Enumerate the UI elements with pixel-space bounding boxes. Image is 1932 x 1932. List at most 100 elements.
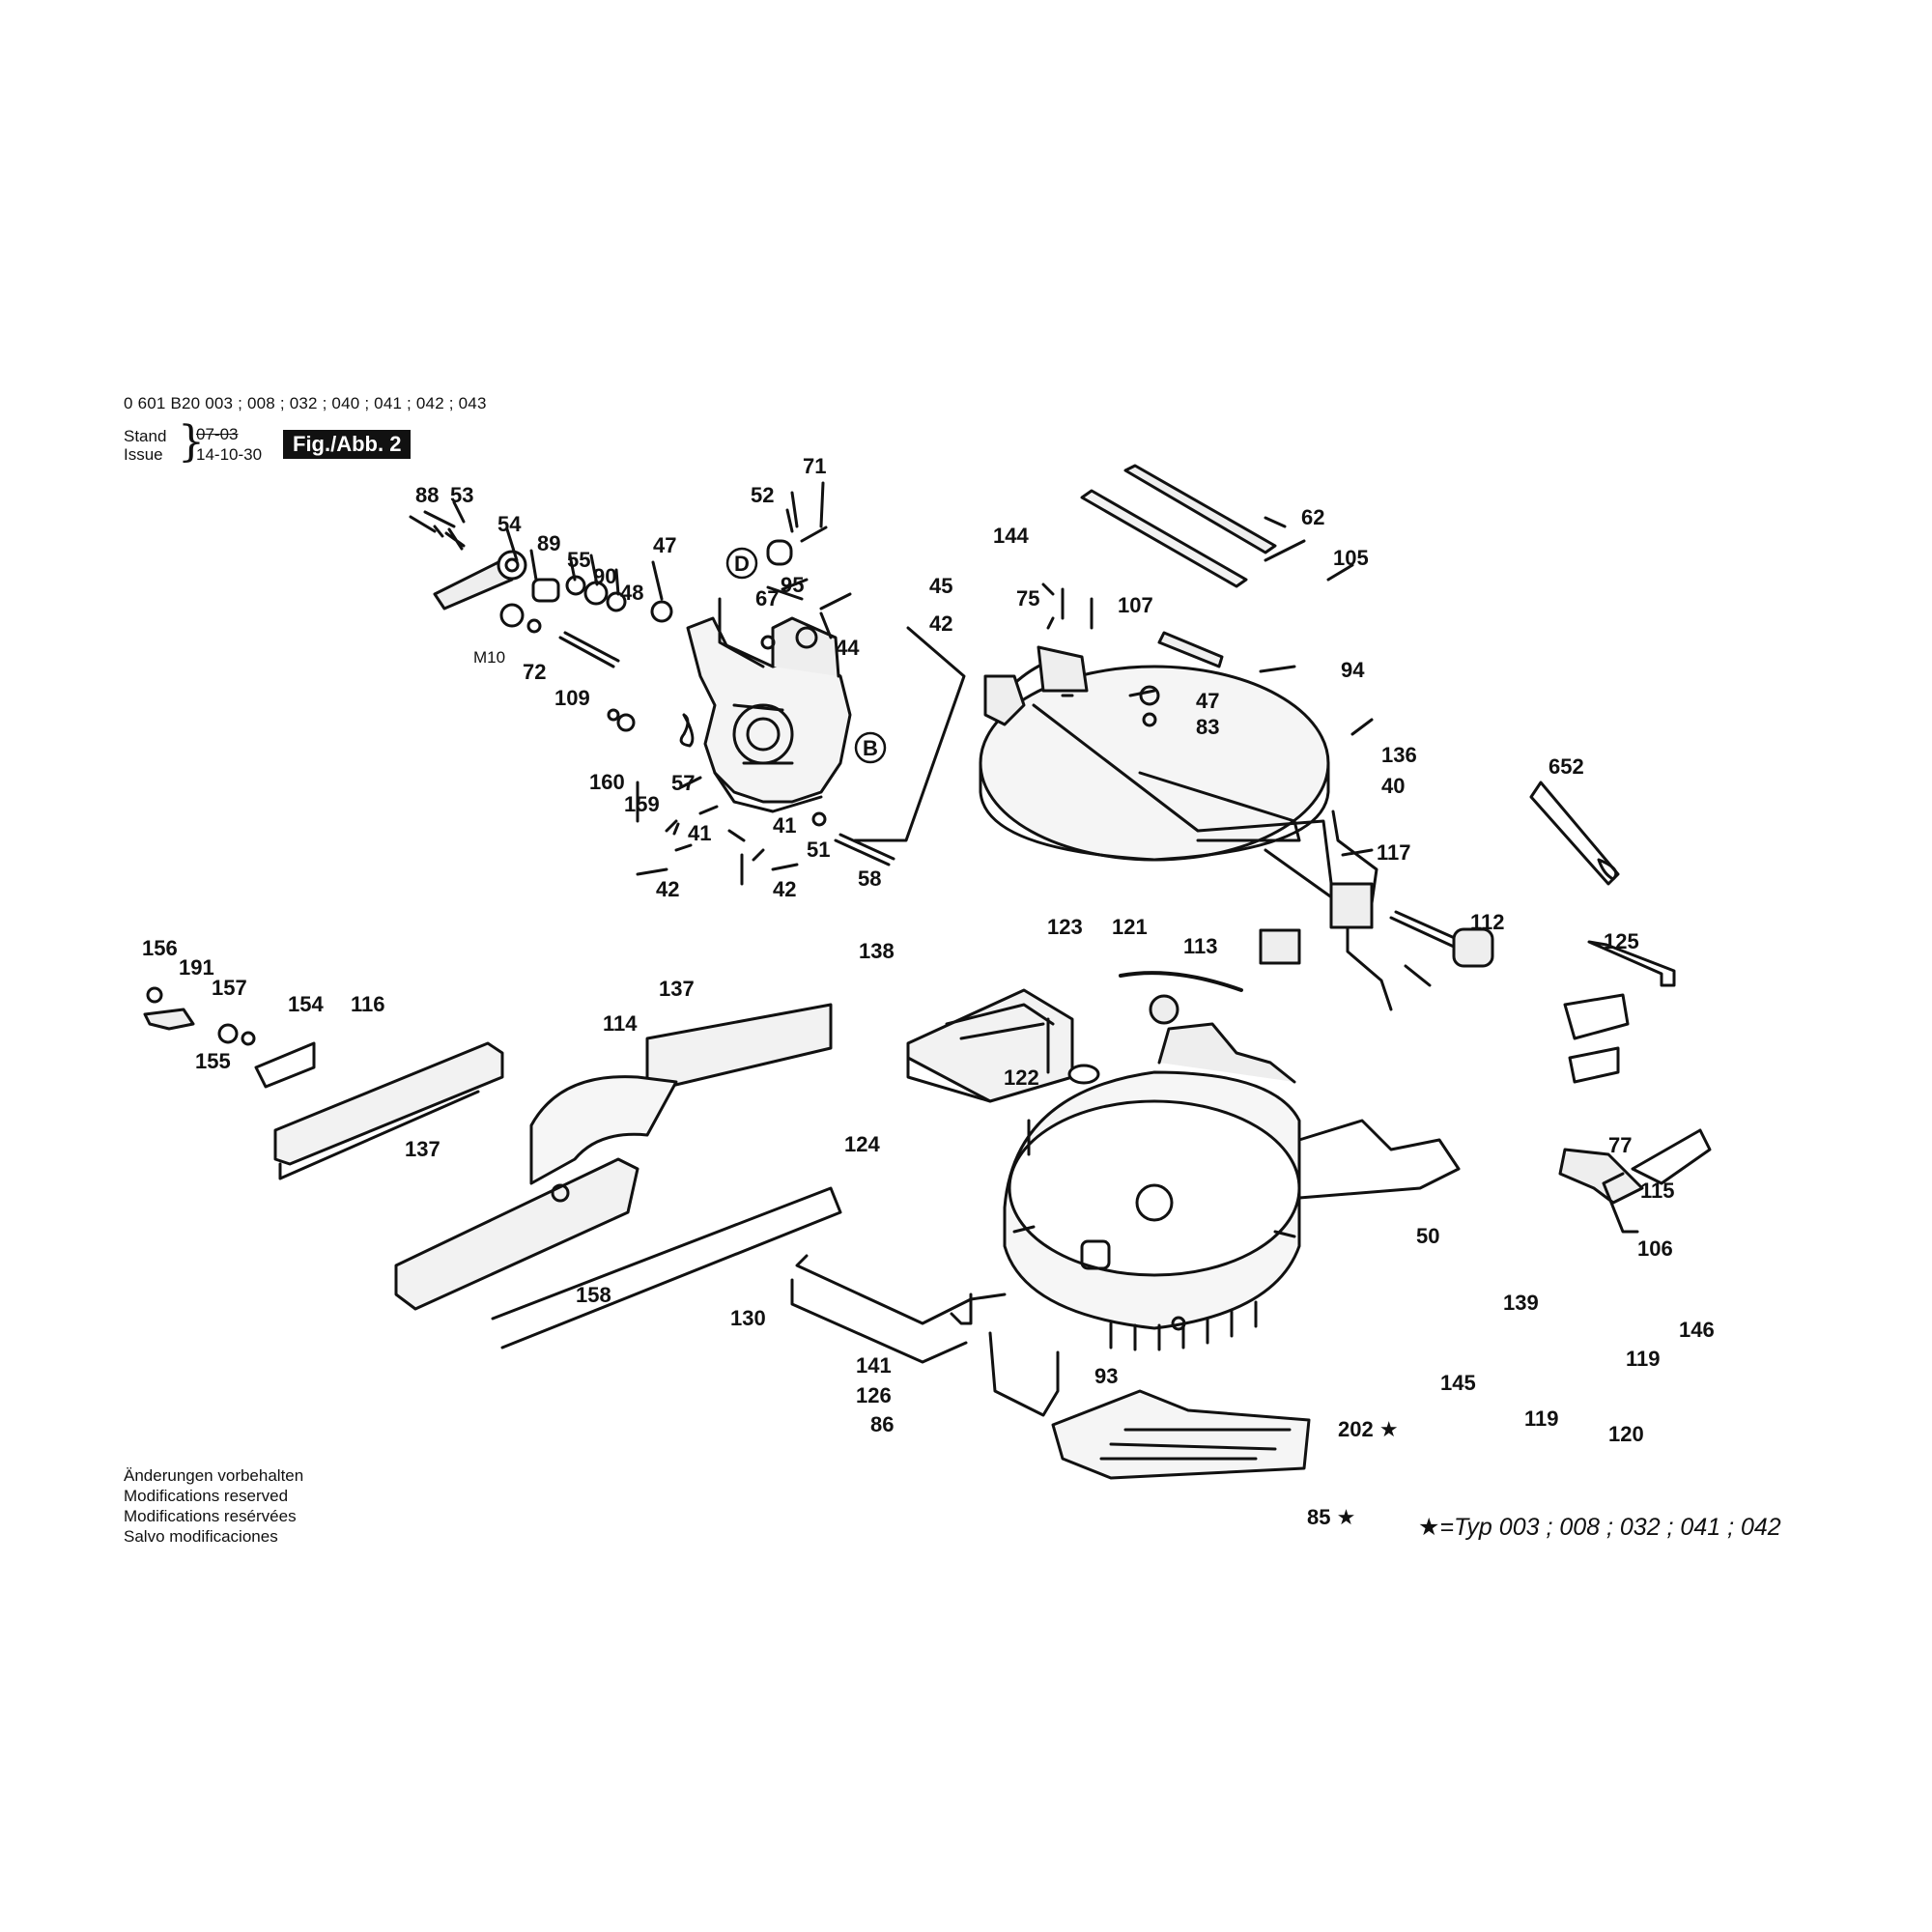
- callout-47: 47: [653, 533, 676, 557]
- stand-value: 07-03: [196, 425, 239, 443]
- star-symbol: ★: [1418, 1514, 1440, 1541]
- callout-52: 52: [751, 483, 774, 507]
- type-note-text: =Typ 003 ; 008 ; 032 ; 041 ; 042: [1439, 1514, 1781, 1541]
- callout-40: 40: [1381, 774, 1405, 798]
- fence-left-part: [394, 1003, 833, 1311]
- callout-137-upper: 137: [659, 977, 695, 1001]
- callout-77: 77: [1608, 1133, 1632, 1157]
- guard-bar-part: [1080, 464, 1277, 588]
- callout-191: 191: [179, 955, 214, 980]
- callout-155: 155: [195, 1049, 231, 1073]
- callout-125: 125: [1604, 929, 1639, 953]
- callout-141: 141: [856, 1353, 892, 1378]
- stand-label: Stand: [124, 427, 167, 445]
- callout-42-center: 42: [773, 877, 796, 901]
- callout-72: 72: [523, 660, 546, 684]
- callout-53: 53: [450, 483, 473, 507]
- callout-124: 124: [844, 1132, 880, 1156]
- callout-57: 57: [671, 771, 695, 795]
- callout-122: 122: [1004, 1065, 1039, 1090]
- callout-50: 50: [1416, 1224, 1439, 1248]
- hardware-right: [1157, 631, 1676, 987]
- turntable-part: [979, 645, 1378, 929]
- note-line-es: Salvo modificaciones: [124, 1527, 278, 1546]
- callout-41-left: 41: [688, 821, 711, 845]
- callout-119-lower: 119: [1524, 1406, 1559, 1431]
- brace-symbol: }: [178, 417, 205, 467]
- callout-157: 157: [212, 976, 247, 1000]
- callout-113: 113: [1183, 934, 1218, 958]
- callout-138: 138: [859, 939, 895, 963]
- callout-62: 62: [1301, 505, 1324, 529]
- callout-158: 158: [576, 1283, 611, 1307]
- callout-160: 160: [589, 770, 625, 794]
- callout-41-center: 41: [773, 813, 796, 838]
- callout-109: 109: [554, 686, 590, 710]
- type-note: ★=Typ 003 ; 008 ; 032 ; 041 ; 042: [1418, 1513, 1781, 1542]
- callout-159: 159: [624, 792, 660, 816]
- callout-156: 156: [142, 936, 178, 960]
- callout-71: 71: [803, 454, 826, 478]
- callout-106: 106: [1637, 1236, 1673, 1261]
- small-hardware: [409, 515, 895, 886]
- callout-144: 144: [993, 524, 1029, 548]
- callout-107: 107: [1118, 593, 1153, 617]
- callout-55: 55: [567, 548, 590, 572]
- extension-bars: [491, 1017, 1050, 1350]
- callout-123: 123: [1047, 915, 1083, 939]
- callout-117: 117: [1377, 840, 1411, 865]
- note-line-fr: Modifications resérvées: [124, 1507, 297, 1525]
- bracket-right-part: [1558, 993, 1712, 1234]
- model-number-line: 0 601 B20 003 ; 008 ; 032 ; 040 ; 041 ; …: [124, 394, 487, 412]
- callout-130: 130: [730, 1306, 766, 1330]
- callout-67: 67: [755, 586, 779, 611]
- callout-45: 45: [929, 574, 952, 598]
- note-line-de: Änderungen vorbehalten: [124, 1466, 304, 1485]
- note-line-en: Modifications reserved: [124, 1487, 289, 1505]
- callout-202: 202 ★: [1338, 1417, 1399, 1441]
- base-part: [790, 994, 1461, 1417]
- callout-88: 88: [415, 483, 439, 507]
- callout-136: 136: [1381, 743, 1417, 767]
- callout-58: 58: [858, 867, 881, 891]
- modifications-note: Änderungen vorbehalten Modifications res…: [124, 1465, 303, 1547]
- callout-154: 154: [288, 992, 324, 1016]
- callout-112: 112: [1470, 910, 1505, 934]
- top-plate-part: [906, 971, 1243, 1103]
- lever-part: [433, 550, 527, 611]
- callout-85: 85 ★: [1307, 1505, 1355, 1529]
- issue-date: 14-10-30: [196, 445, 263, 464]
- callout-48: 48: [620, 581, 643, 605]
- callout-94: 94: [1341, 658, 1365, 682]
- callout-126: 126: [856, 1383, 892, 1407]
- callout-114: 114: [603, 1011, 638, 1036]
- fence-right-part: [143, 986, 504, 1180]
- callout-44: 44: [836, 636, 860, 660]
- issue-label: Issue: [124, 445, 163, 464]
- callout-m10: M10: [473, 648, 505, 667]
- callout-652: 652: [1548, 754, 1584, 779]
- callout-51: 51: [807, 838, 830, 862]
- callout-105: 105: [1333, 546, 1369, 570]
- callout-b: B: [863, 736, 878, 760]
- callout-95: 95: [781, 573, 804, 597]
- callout-116: 116: [351, 992, 385, 1016]
- callout-137-lower: 137: [405, 1137, 440, 1161]
- clamp-bar-part: [1051, 1389, 1311, 1480]
- callout-42-upper: 42: [929, 611, 952, 636]
- callout-115: 115: [1640, 1179, 1675, 1203]
- callout-93: 93: [1094, 1364, 1118, 1388]
- callout-54: 54: [497, 512, 522, 536]
- bevel-bracket-part: [686, 616, 852, 813]
- callout-145: 145: [1440, 1371, 1476, 1395]
- callout-119-right: 119: [1626, 1347, 1661, 1371]
- callout-139: 139: [1503, 1291, 1539, 1315]
- callout-120: 120: [1608, 1422, 1644, 1446]
- callout-d: D: [734, 552, 750, 576]
- figure-badge: Fig./Abb. 2: [283, 430, 412, 459]
- callout-121: 121: [1112, 915, 1148, 939]
- callout-86: 86: [870, 1412, 894, 1436]
- callout-75: 75: [1016, 586, 1039, 611]
